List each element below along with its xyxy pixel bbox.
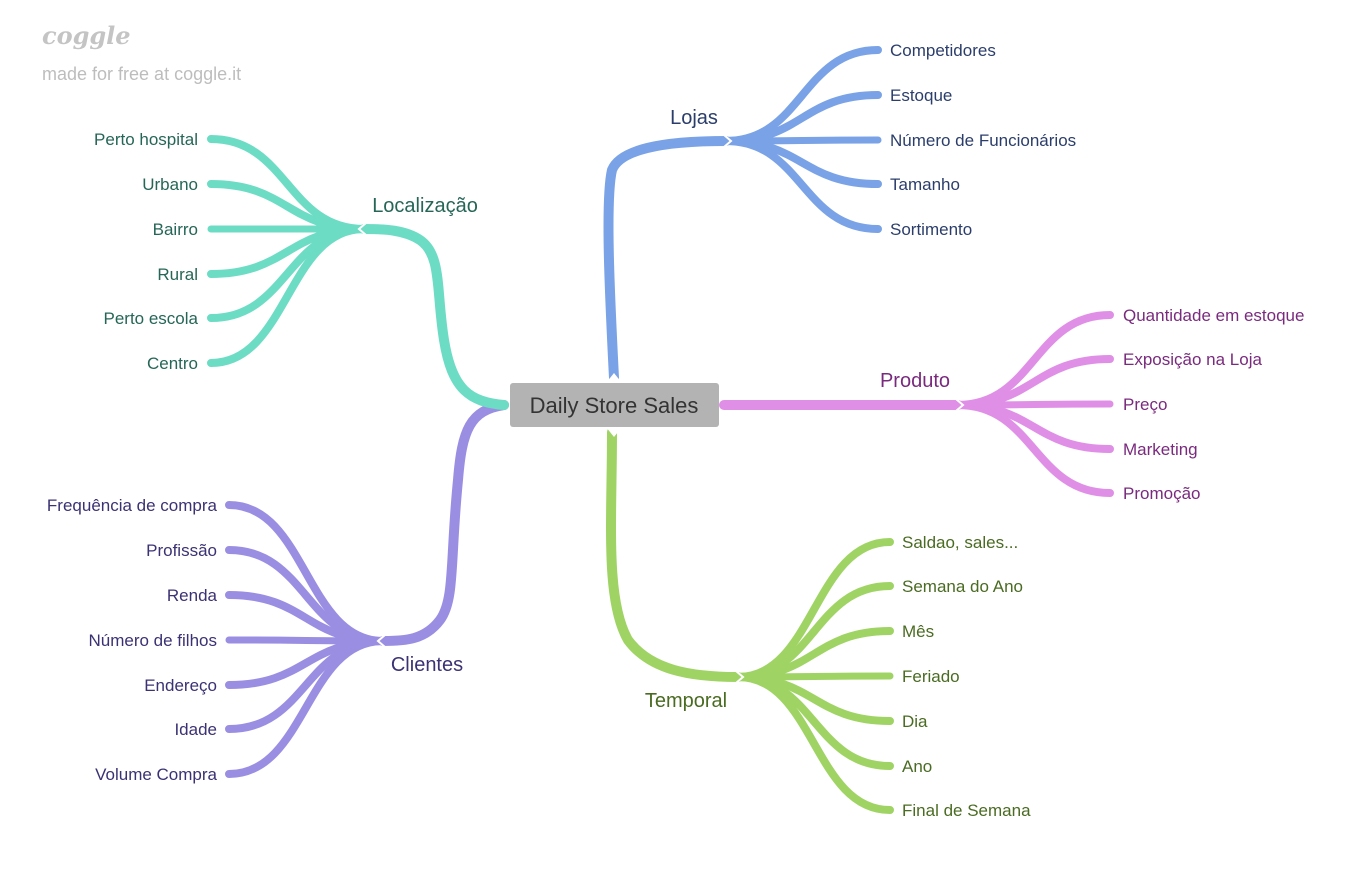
localizacao-leaf-label[interactable]: Perto escola <box>104 309 199 328</box>
lojas-leaf-label[interactable]: Competidores <box>890 41 996 60</box>
produto-leaf-label[interactable]: Preço <box>1123 395 1167 414</box>
localizacao-leaf-label[interactable]: Urbano <box>142 175 198 194</box>
localizacao-leaf-label[interactable]: Bairro <box>153 220 198 239</box>
produto-leaf-label[interactable]: Quantidade em estoque <box>1123 306 1304 325</box>
clientes-hub-marker <box>376 634 386 648</box>
central-node-box[interactable] <box>510 383 719 427</box>
clientes-leaf-label[interactable]: Renda <box>167 586 218 605</box>
temporal-leaf-label[interactable]: Mês <box>902 622 934 641</box>
temporal-branch-label[interactable]: Temporal <box>645 690 727 712</box>
produto-leaf-connector <box>954 401 1114 497</box>
lojas-leaf-label[interactable]: Número de Funcionários <box>890 131 1076 150</box>
temporal-leaf-label[interactable]: Dia <box>902 712 928 731</box>
localizacao-leaf-label[interactable]: Perto hospital <box>94 130 198 149</box>
central-node-notch-top <box>606 373 622 383</box>
produto-branch-label[interactable]: Produto <box>880 370 950 392</box>
temporal-leaf-label[interactable]: Saldao, sales... <box>902 533 1018 552</box>
clientes-leaf-label[interactable]: Número de filhos <box>88 631 217 650</box>
lojas-leaf-connector <box>722 137 882 233</box>
central-node-notch-bottom <box>606 427 622 437</box>
coggle-logo: coggle <box>42 21 131 50</box>
localizacao-leaf-label[interactable]: Rural <box>157 265 198 284</box>
lojas-trunk-connector <box>603 136 731 383</box>
lojas-leaf-label[interactable]: Sortimento <box>890 220 972 239</box>
clientes-leaf-label[interactable]: Idade <box>174 720 217 739</box>
temporal-hub-marker <box>735 670 745 684</box>
localizacao-leaf-label[interactable]: Centro <box>147 354 198 373</box>
clientes-leaf-label[interactable]: Frequência de compra <box>47 496 218 515</box>
watermark-tagline: made for free at coggle.it <box>42 64 241 84</box>
produto-leaf-label[interactable]: Promoção <box>1123 484 1200 503</box>
clientes-leaf-label[interactable]: Endereço <box>144 676 217 695</box>
clientes-leaf-label[interactable]: Profissão <box>146 541 217 560</box>
lojas-branch-label[interactable]: Lojas <box>670 107 718 129</box>
produto-leaf-label[interactable]: Exposição na Loja <box>1123 350 1262 369</box>
temporal-leaf-label[interactable]: Semana do Ano <box>902 577 1023 596</box>
clientes-leaf-label[interactable]: Volume Compra <box>95 765 217 784</box>
localizacao-leaf-connector <box>207 225 368 367</box>
temporal-leaf-label[interactable]: Final de Semana <box>902 801 1031 820</box>
lojas-leaf-label[interactable]: Tamanho <box>890 175 960 194</box>
temporal-leaf-label[interactable]: Feriado <box>902 667 960 686</box>
clientes-branch-label[interactable]: Clientes <box>391 654 463 676</box>
temporal-leaf-label[interactable]: Ano <box>902 757 932 776</box>
localizacao-hub-marker <box>357 222 367 236</box>
temporal-trunk-connector <box>606 427 743 682</box>
lojas-hub-marker <box>723 134 733 148</box>
watermark: coggle made for free at coggle.it <box>42 21 241 84</box>
lojas-leaf-label[interactable]: Estoque <box>890 86 952 105</box>
produto-leaf-label[interactable]: Marketing <box>1123 440 1198 459</box>
branch-connectors <box>207 46 1114 814</box>
central-node-label: Daily Store Sales <box>530 393 699 418</box>
central-node[interactable]: Daily Store Sales <box>510 373 719 437</box>
temporal-leaf-connector <box>734 673 894 814</box>
clientes-trunk-connector <box>378 400 509 646</box>
localizacao-branch-label[interactable]: Localização <box>372 195 478 217</box>
clientes-leaf-connector <box>225 637 387 778</box>
localizacao-trunk-connector <box>359 224 509 410</box>
produto-hub-marker <box>955 398 965 412</box>
